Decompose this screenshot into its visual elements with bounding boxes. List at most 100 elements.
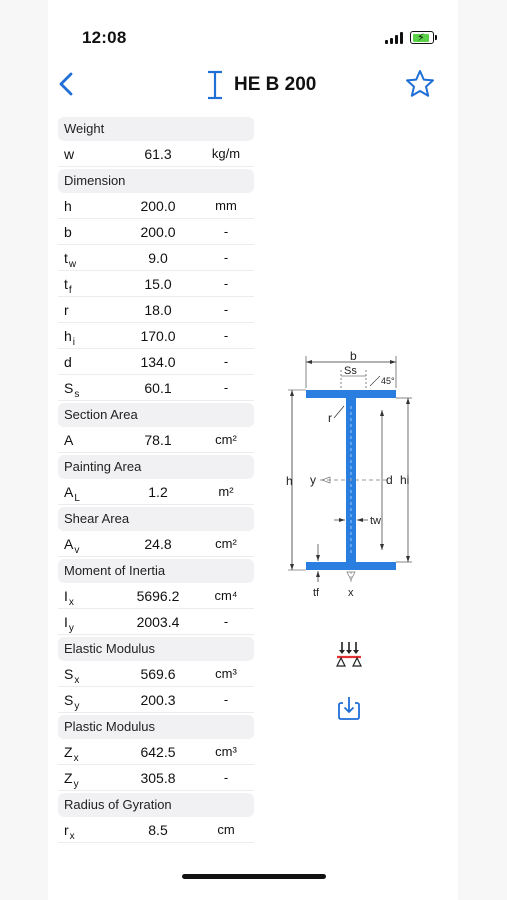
property-symbol: Zx <box>64 739 79 768</box>
property-unit: - <box>223 614 229 629</box>
property-value: 569.6 <box>140 666 176 682</box>
battery-level <box>412 33 429 42</box>
property-row: Sx 569.6 cm³ <box>58 661 254 687</box>
battery-icon: ⚡ <box>410 31 437 44</box>
property-symbol-main: A <box>64 484 74 500</box>
property-value: 78.1 <box>144 432 172 448</box>
property-symbol-main: t <box>64 276 68 292</box>
property-value: 170.0 <box>140 328 176 344</box>
property-symbol-main: w <box>64 146 75 162</box>
property-symbol: Ix <box>64 583 74 612</box>
property-symbol-subscript: f <box>68 285 72 296</box>
property-symbol: Sy <box>64 687 79 716</box>
axis-y-label: y <box>310 473 316 487</box>
property-symbol-main: S <box>64 692 74 708</box>
property-symbol-main: r <box>64 822 69 838</box>
group-header: Radius of Gyration <box>58 793 254 817</box>
property-value: 5696.2 <box>136 588 180 604</box>
property-symbol-main: t <box>64 250 68 266</box>
property-symbol-subscript: x <box>68 597 74 608</box>
property-value: 9.0 <box>148 250 168 266</box>
property-value: 134.0 <box>140 354 176 370</box>
property-value: 8.5 <box>148 822 168 838</box>
back-button[interactable] <box>54 68 82 100</box>
property-symbol: Ss <box>64 375 79 404</box>
home-indicator[interactable] <box>182 874 326 879</box>
property-unit: mm <box>215 198 237 213</box>
property-unit: - <box>223 276 229 291</box>
property-symbol: b <box>64 219 72 245</box>
group-header: Shear Area <box>58 507 254 531</box>
dim-h-label: h <box>286 474 293 488</box>
property-row: tf 15.0 - <box>58 271 254 297</box>
property-unit: cm <box>217 822 235 837</box>
group-header: Plastic Modulus <box>58 715 254 739</box>
property-value: 305.8 <box>140 770 176 786</box>
property-unit: kg/m <box>211 146 241 161</box>
star-icon <box>406 70 434 97</box>
property-unit: cm² <box>215 432 237 447</box>
charging-bolt-icon: ⚡ <box>417 32 425 44</box>
property-symbol: d <box>64 349 72 375</box>
dim-tw-label: tw <box>370 515 381 527</box>
property-symbol-subscript: y <box>74 701 80 712</box>
property-unit: - <box>223 328 229 343</box>
property-symbol-subscript: x <box>69 831 75 842</box>
property-symbol: tf <box>64 271 72 300</box>
property-value: 2003.4 <box>136 614 180 630</box>
property-unit: - <box>223 302 229 317</box>
property-symbol: rx <box>64 817 75 846</box>
property-unit: - <box>223 770 229 785</box>
property-symbol-main: h <box>64 198 72 214</box>
status-time: 12:08 <box>82 28 127 47</box>
group-header: Moment of Inertia <box>58 559 254 583</box>
dim-hi-label: hi <box>400 473 409 487</box>
group-header: Elastic Modulus <box>58 637 254 661</box>
property-symbol: AL <box>64 479 80 508</box>
property-symbol-main: S <box>64 380 74 396</box>
property-symbol-main: S <box>64 666 74 682</box>
property-row: hi 170.0 - <box>58 323 254 349</box>
export-button[interactable] <box>337 695 361 721</box>
property-symbol-subscript: L <box>74 493 80 504</box>
property-unit: cm³ <box>215 666 237 681</box>
property-symbol: tw <box>64 245 76 274</box>
status-bar: 12:08 ⚡ <box>48 0 458 60</box>
property-symbol-main: b <box>64 224 72 240</box>
section-diagram: b Ss 45° r h y d hi tw <box>286 350 412 599</box>
property-value: 24.8 <box>144 536 172 552</box>
dim-ss-label: Ss <box>344 365 357 377</box>
favorite-button[interactable] <box>404 68 436 100</box>
download-icon <box>338 697 360 720</box>
section-name: HE B 200 <box>234 74 317 95</box>
property-value: 1.2 <box>148 484 168 500</box>
property-symbol-subscript: y <box>68 623 74 634</box>
load-case-button[interactable] <box>334 640 364 670</box>
group-header: Section Area <box>58 403 254 427</box>
property-symbol: hi <box>64 323 75 352</box>
property-value: 200.3 <box>140 692 176 708</box>
property-symbol-subscript: i <box>72 337 76 348</box>
property-symbol-subscript: s <box>74 389 80 400</box>
property-value: 200.0 <box>140 224 176 240</box>
radius-r-label: r <box>328 411 332 425</box>
property-unit: cm³ <box>215 744 237 759</box>
property-symbol-subscript: x <box>73 753 79 764</box>
property-value: 15.0 <box>144 276 172 292</box>
property-symbol: Sx <box>64 661 79 690</box>
nav-bar: HE B 200 <box>48 60 458 108</box>
property-row: w 61.3 kg/m <box>58 141 254 167</box>
property-value: 61.3 <box>144 146 172 162</box>
axis-x-label: x <box>348 587 354 599</box>
